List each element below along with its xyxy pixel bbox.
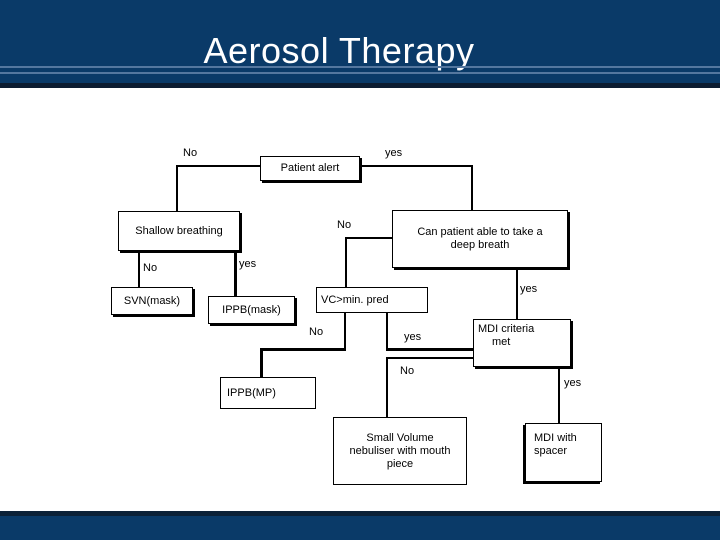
- edge-vc-no-h: [260, 348, 346, 351]
- edge-patient-alert-yes-v: [471, 165, 473, 210]
- flowchart-node-patient-alert: Patient alert: [260, 156, 360, 181]
- edge-can-patient-yes-v: [516, 268, 518, 319]
- slide-footer-band: [0, 516, 720, 540]
- node-label-line: nebuliser with mouth: [349, 444, 451, 457]
- node-label-line: spacer: [534, 445, 568, 457]
- edge-label-no: No: [183, 147, 198, 159]
- edge-label-yes: yes: [385, 147, 403, 159]
- node-label: Shallow breathing: [135, 224, 223, 237]
- edge-vc-yes-h: [386, 348, 473, 351]
- flowchart-node-small-volume-nebuliser: Small Volume nebuliser with mouth piece: [333, 417, 467, 485]
- node-label: Patient alert: [280, 162, 340, 174]
- edge-mdi-yes-v: [558, 367, 560, 423]
- flowchart-node-shallow-breathing: Shallow breathing: [118, 211, 240, 251]
- flowchart-node-mdi-criteria-met: MDI criteria met: [473, 319, 571, 367]
- flowchart-node-can-patient-deep-breath: Can patient able to take a deep breath: [392, 210, 568, 268]
- edge-label-yes: yes: [404, 331, 422, 343]
- slide-header-band: Aerosol Therapy: [0, 0, 720, 88]
- edge-shallow-yes-v: [234, 251, 237, 296]
- node-label-line: met: [492, 336, 511, 348]
- edge-vc-yes-v: [386, 313, 388, 351]
- node-label: IPPB(mask): [222, 303, 281, 316]
- node-label-line: piece: [386, 457, 414, 470]
- node-label-line: MDI criteria: [478, 323, 535, 335]
- edge-patient-alert-yes-h: [360, 165, 473, 167]
- edge-label-yes: yes: [239, 258, 257, 270]
- node-label: VC>min. pred: [321, 293, 389, 306]
- node-label-line: Can patient able to take a: [417, 226, 543, 238]
- header-accent-line: [0, 66, 720, 68]
- node-label: SVN(mask): [123, 294, 181, 307]
- flowchart-node-vc-min-pred: VC>min. pred: [316, 287, 428, 313]
- edge-label-yes: yes: [520, 283, 538, 295]
- slide-title: Aerosol Therapy: [203, 30, 475, 71]
- edge-label-no: No: [337, 219, 352, 231]
- edge-can-patient-no-v: [345, 237, 347, 287]
- edge-label-yes: yes: [564, 377, 582, 389]
- edge-vc-no-down-v: [260, 348, 263, 377]
- edge-label-no: No: [400, 365, 415, 377]
- header-accent-line: [0, 72, 720, 74]
- edge-label-no: No: [309, 326, 324, 338]
- edge-mdi-no-v: [386, 357, 388, 417]
- node-label-line: Small Volume: [366, 431, 434, 444]
- flowchart-node-ippb-mp: IPPB(MP): [220, 377, 316, 409]
- node-label-line: deep breath: [450, 239, 510, 251]
- edge-shallow-no-v: [138, 251, 140, 287]
- edge-mdi-no-h: [386, 357, 473, 359]
- edge-patient-alert-no-v: [176, 165, 178, 211]
- flowchart-node-svn-mask: SVN(mask): [111, 287, 193, 315]
- header-dark-strip: [0, 83, 720, 88]
- flowchart-node-mdi-with-spacer: MDI with spacer: [525, 423, 602, 482]
- edge-label-no: No: [143, 262, 158, 274]
- edge-can-patient-no-h: [345, 237, 392, 239]
- node-label: IPPB(MP): [227, 386, 276, 399]
- edge-patient-alert-no-h: [176, 165, 261, 167]
- node-label-line: MDI with: [534, 432, 577, 444]
- flowchart-node-ippb-mask: IPPB(mask): [208, 296, 295, 324]
- edge-vc-no-v: [344, 313, 346, 350]
- footer-dark-strip: [0, 511, 720, 516]
